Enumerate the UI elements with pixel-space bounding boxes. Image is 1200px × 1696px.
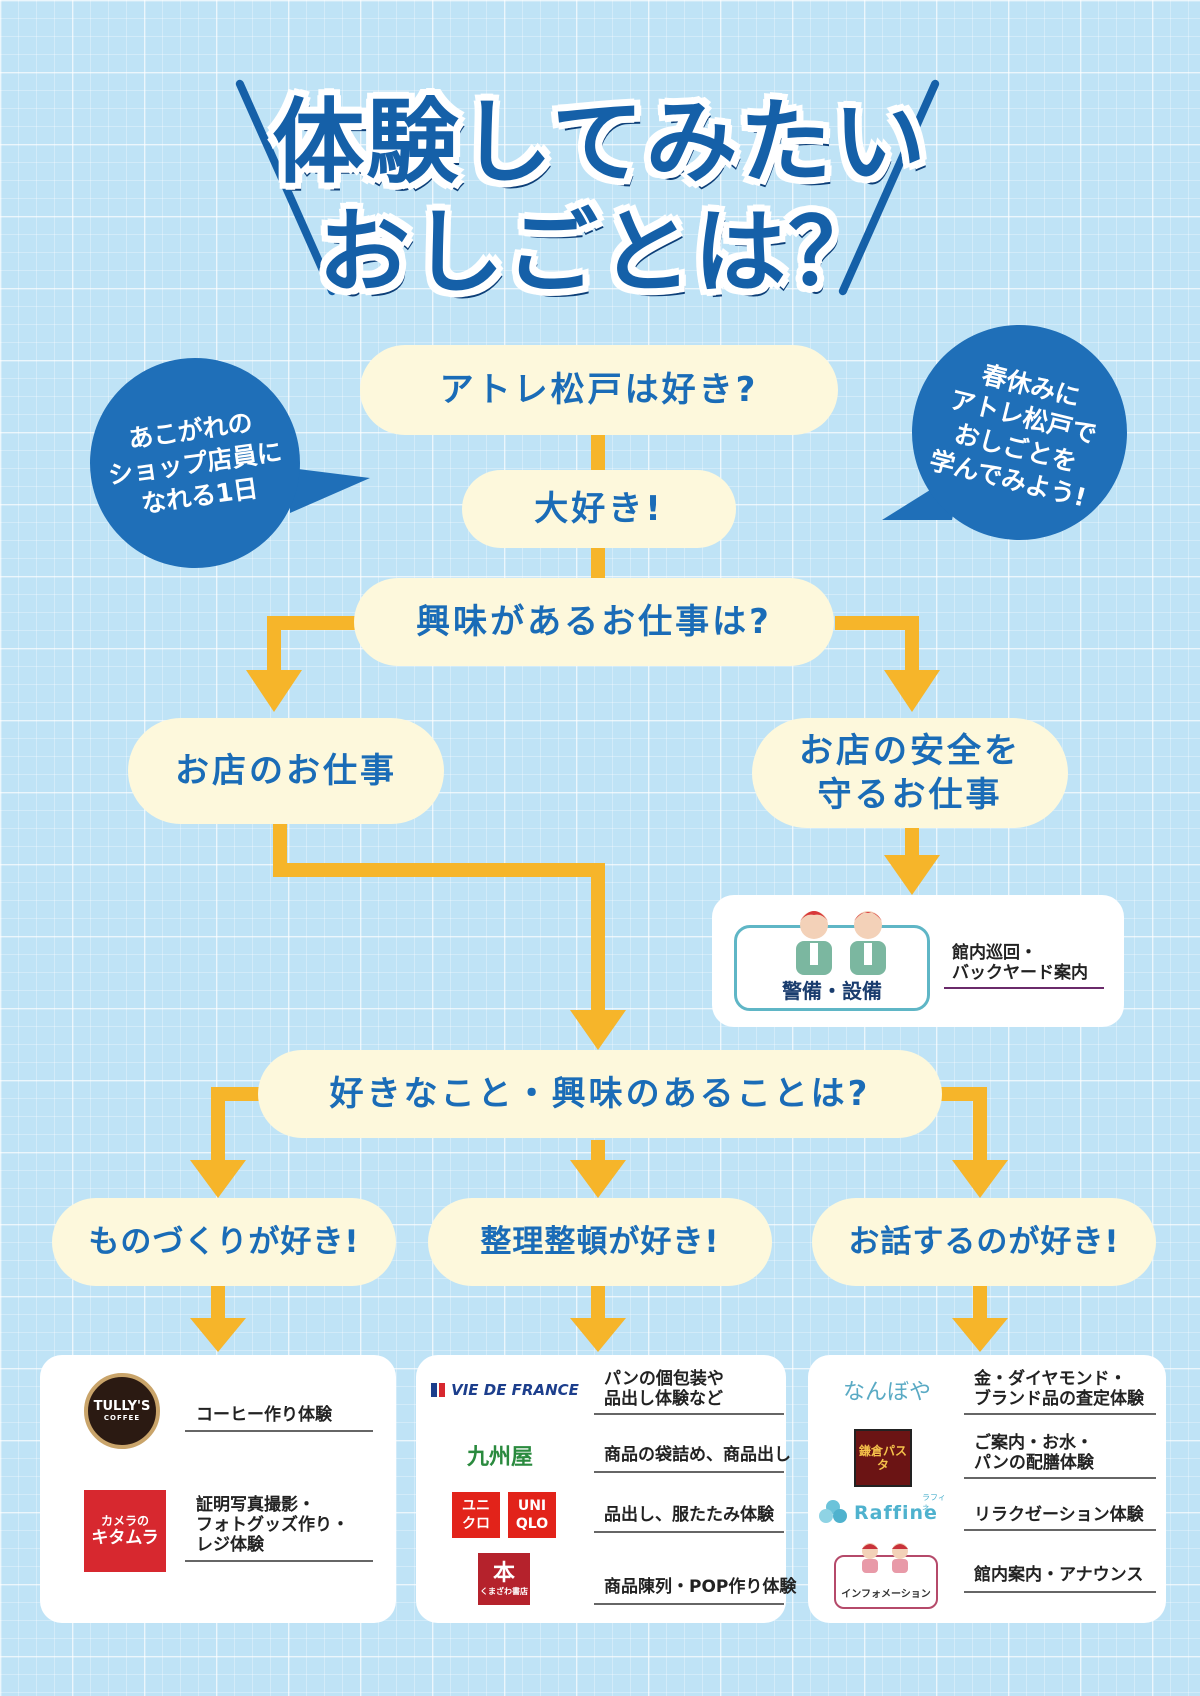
uniqlo-logo: ユニ クロ UNI QLO <box>452 1492 562 1538</box>
tullys-logo-sub: COFFEE <box>103 1414 141 1422</box>
nanboya-logo-text: なんぼや <box>842 1380 931 1405</box>
talking-item-1-underline <box>964 1413 1156 1415</box>
category-talking: お話するのが好き! <box>812 1198 1156 1286</box>
speech-bubble-left: あこがれの ショップ店員に なれる1日 <box>76 344 370 582</box>
talking-item-4-underline <box>964 1591 1156 1593</box>
kamakura-pasta-logo: 鎌倉パスタ <box>854 1429 912 1487</box>
branch-safety-line-1: お店の安全を <box>799 731 1021 771</box>
viedefrance-logo-text: VIE DE FRANCE <box>451 1381 579 1399</box>
talking-item-2-line-1: ご案内・お水・ <box>974 1433 1093 1453</box>
tidying-item-2-text: 商品の袋詰め、商品出し <box>604 1445 791 1465</box>
nanboya-logo: なんぼや <box>828 1375 946 1405</box>
talking-item-3-underline <box>964 1529 1156 1531</box>
question-job-interest: 興味があるお仕事は? <box>354 578 834 666</box>
card-talking: なんぼや 金・ダイヤモンド・ ブランド品の査定体験 鎌倉パスタ ご案内・お水・ … <box>808 1355 1166 1623</box>
security-badge <box>734 925 930 1011</box>
card-making: TULLY'S COFFEE コーヒー作り体験 カメラの キタムラ 証明写真撮影… <box>40 1355 396 1623</box>
card-tidying: VIE DE FRANCE パンの個包装や 品出し体験など 九州屋 商品の袋詰め… <box>416 1355 796 1623</box>
answer-love-it: 大好き! <box>462 470 736 548</box>
branch-safety-line-2: 守るお仕事 <box>817 775 1003 815</box>
information-badge <box>834 1555 938 1609</box>
category-tidying: 整理整頓が好き! <box>428 1198 772 1286</box>
kumazawa-logo: 本 くまざわ書店 <box>478 1553 530 1605</box>
making-item-2-line-1: 証明写真撮影・ <box>196 1495 315 1515</box>
branch-shop-work: お店のお仕事 <box>128 718 444 824</box>
tidying-item-3-underline <box>594 1531 784 1533</box>
talking-item-2-underline <box>964 1477 1156 1479</box>
tidying-item-4-underline <box>594 1603 784 1605</box>
kumazawa-logo-text: くまざわ書店 <box>480 1586 528 1596</box>
tullys-logo: TULLY'S COFFEE <box>84 1373 160 1449</box>
talking-item-3-text: リラクゼーション体験 <box>974 1505 1144 1525</box>
security-badge-label: 警備・設備 <box>782 979 882 1003</box>
kitamura-logo-text: カメラの <box>100 1514 149 1528</box>
kamakura-pasta-logo-text: 鎌倉パスタ <box>858 1444 907 1472</box>
making-item-2-underline <box>185 1560 373 1562</box>
talking-item-4-text: 館内案内・アナウンス <box>974 1565 1144 1585</box>
making-item-2-line-3: レジ体験 <box>196 1535 264 1555</box>
staff-pair-icon <box>796 911 886 975</box>
uniqlo-logo-latin-1: UNI <box>517 1498 547 1514</box>
kyushuya-logo: 九州屋 <box>440 1439 560 1471</box>
making-item-1-underline <box>185 1430 373 1432</box>
safety-text-line-1: 館内巡回・ <box>952 943 1037 963</box>
title-line-1: 体験してみたい <box>272 89 928 196</box>
raffine-logo-sub: ラフィネ <box>922 1493 946 1513</box>
uniqlo-logo-kana-1: ユニ <box>462 1498 490 1514</box>
talking-item-1-line-1: 金・ダイヤモンド・ <box>974 1369 1127 1389</box>
question-hobbies: 好きなこと・興味のあることは? <box>258 1050 942 1138</box>
branch-safety-work: お店の安全を 守るお仕事 <box>752 718 1068 828</box>
tidying-item-1-underline <box>594 1413 784 1415</box>
uniqlo-logo-latin-2: QLO <box>515 1516 549 1532</box>
safety-underline <box>944 987 1104 989</box>
safety-card: 警備・設備 館内巡回・ バックヤード案内 <box>712 895 1124 1027</box>
raffine-logo: Raffine ラフィネ <box>818 1493 953 1532</box>
tidying-item-1-line-1: パンの個包装や <box>604 1369 724 1389</box>
information-badge-label: インフォメーション <box>841 1589 931 1600</box>
tidying-item-4-text: 商品陳列・POP作り体験 <box>604 1577 797 1597</box>
kyushuya-logo-text: 九州屋 <box>466 1445 533 1470</box>
safety-text-line-2: バックヤード案内 <box>952 963 1088 983</box>
talking-item-2-line-2: パンの配膳体験 <box>974 1453 1094 1473</box>
making-item-2-line-2: フォトグッズ作り・ <box>196 1515 349 1535</box>
uniqlo-logo-kana-2: クロ <box>462 1516 490 1532</box>
kitamura-logo-sub: キタムラ <box>91 1528 159 1548</box>
speech-bubble-right: 春休みに アトレ松戸で おしごとを 学んでみよう! <box>882 302 1150 563</box>
tidying-item-1-line-2: 品出し体験など <box>604 1389 723 1409</box>
raffine-logo-text: Raffine <box>854 1502 938 1524</box>
viedefrance-logo: VIE DE FRANCE <box>430 1379 580 1401</box>
raffine-flower-icon <box>819 1500 847 1523</box>
talking-item-1-line-2: ブランド品の査定体験 <box>974 1389 1144 1409</box>
title-line-2: おしごとは？ <box>317 199 882 306</box>
tullys-logo-text: TULLY'S <box>93 1399 151 1414</box>
category-making: ものづくりが好き! <box>52 1198 396 1286</box>
bubble-tail-left <box>290 468 370 513</box>
question-like-atre: アトレ松戸は好き? <box>360 345 838 435</box>
tidying-item-3-text: 品出し、服たたみ体験 <box>604 1505 774 1525</box>
making-item-1-text: コーヒー作り体験 <box>196 1405 332 1425</box>
tidying-item-2-underline <box>594 1471 784 1473</box>
info-staff-icon <box>862 1543 908 1573</box>
kitamura-logo: カメラの キタムラ <box>84 1490 166 1572</box>
